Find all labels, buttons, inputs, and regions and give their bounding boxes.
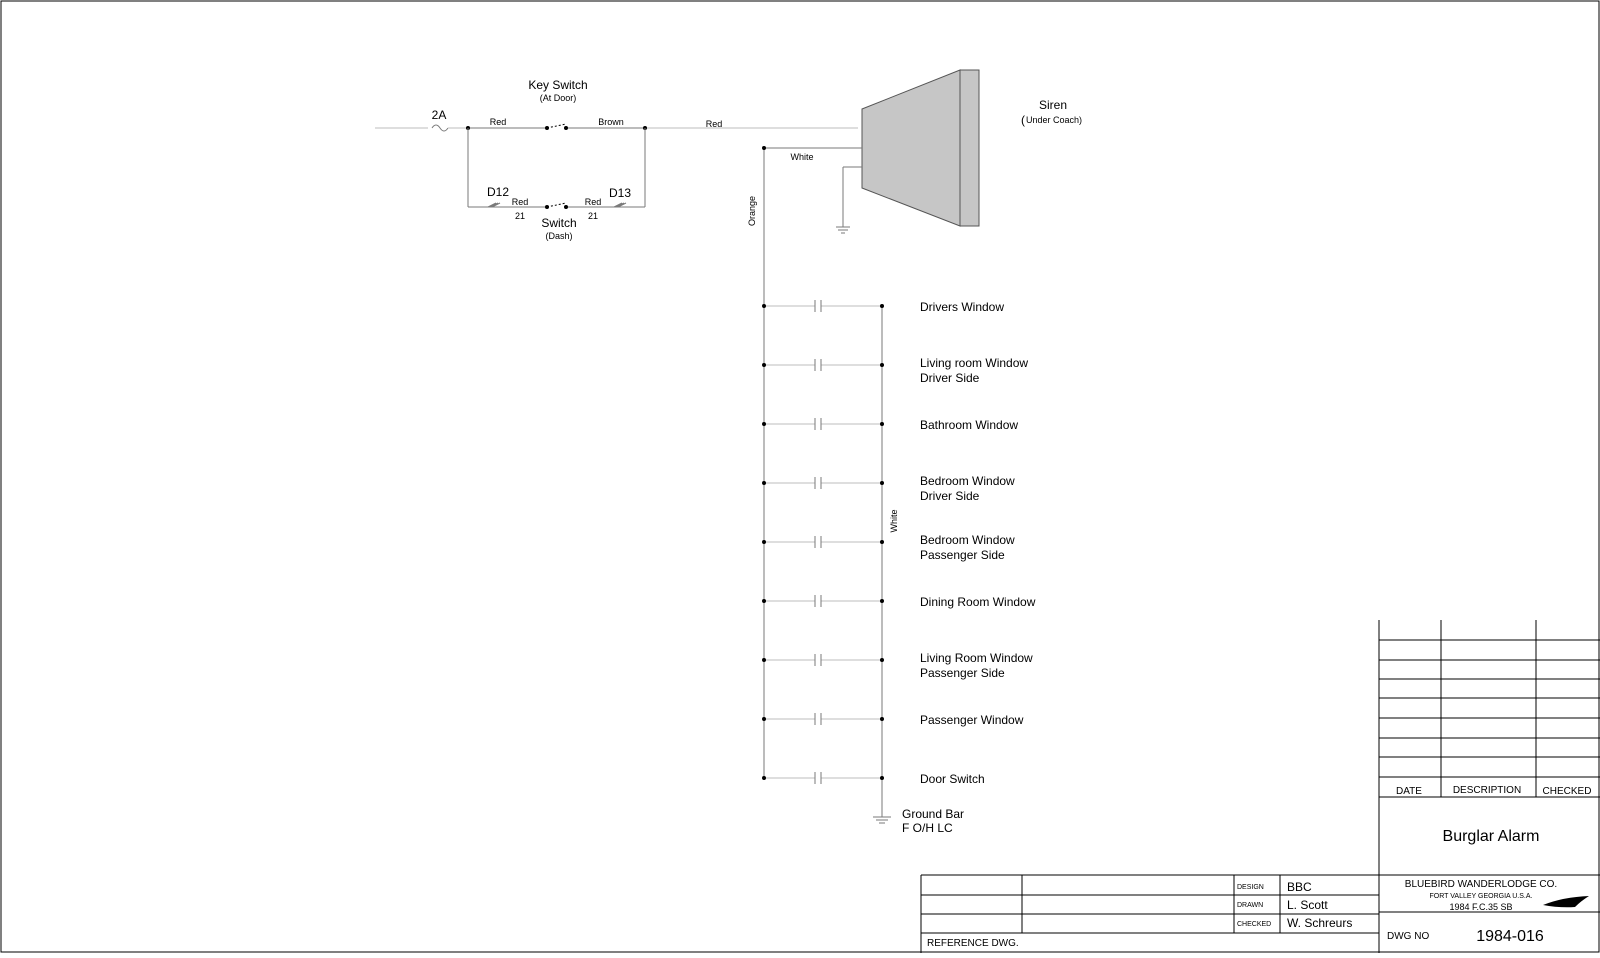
revision-date-header: DATE — [1396, 786, 1422, 797]
revision-checked-header: CHECKED — [1543, 786, 1592, 797]
drawn-value: L. Scott — [1287, 898, 1328, 912]
junction-dot — [762, 717, 766, 721]
power-section: 2A Key Switch (At Door) Red Brown Red D1… — [375, 78, 858, 241]
diode-d13-symbol — [613, 202, 627, 208]
drawn-label: DRAWN — [1237, 902, 1263, 909]
siren-location: Under Coach) — [1026, 115, 1082, 125]
junction-dot — [762, 422, 766, 426]
junction-dot — [880, 304, 884, 308]
wire-label-orange: Orange — [747, 196, 757, 226]
siren-label: Siren — [1039, 98, 1067, 112]
bluebird-logo — [1543, 896, 1589, 908]
key-switch-contact — [546, 123, 567, 129]
sensor-label: Dining Room Window — [920, 595, 1036, 609]
dwg-no-label: DWG NO — [1387, 931, 1429, 942]
sensor-label: Bedroom Window — [920, 533, 1015, 547]
junction-dot — [762, 304, 766, 308]
sensor-label: Passenger Window — [920, 713, 1024, 727]
design-label: DESIGN — [1237, 884, 1264, 891]
sensor-label: Bathroom Window — [920, 418, 1018, 432]
sensor-label: Drivers Window — [920, 300, 1004, 314]
diode-d12-label: D12 — [487, 185, 509, 199]
wire-label-red-d12: Red — [512, 197, 529, 207]
wire-label-red-siren: Red — [706, 119, 723, 129]
sensor-sublabel: Passenger Side — [920, 548, 1005, 562]
junction-dot — [880, 599, 884, 603]
diode-d13-pin: 21 — [588, 211, 598, 221]
diode-d12-pin: 21 — [515, 211, 525, 221]
sensor-label: Living room Window — [920, 356, 1028, 370]
junction-dot — [762, 599, 766, 603]
company-name: BLUEBIRD WANDERLODGE CO. — [1405, 879, 1557, 890]
junction-dot — [762, 658, 766, 662]
wire-label-red-1: Red — [490, 117, 507, 127]
checked-label: CHECKED — [1237, 921, 1271, 928]
wire-label-brown: Brown — [598, 117, 624, 127]
sensor-row: Dining Room Window — [762, 595, 1036, 609]
wire-label-white-siren: White — [790, 152, 813, 162]
sensor-row: Passenger Window — [762, 713, 1024, 727]
junction-dot — [762, 540, 766, 544]
fuse-rating: 2A — [432, 108, 447, 122]
diode-d12-symbol — [487, 202, 501, 208]
sensor-sublabel: Driver Side — [920, 371, 980, 385]
wire-label-red-d13: Red — [585, 197, 602, 207]
sensor-label: Door Switch — [920, 772, 985, 786]
sensor-loop: Orange White Ground Bar F O/H LC Drivers… — [747, 146, 1036, 835]
model-number: 1984 F.C.35 SB — [1449, 902, 1512, 912]
reference-dwg-label: REFERENCE DWG. — [927, 938, 1019, 949]
siren-horn — [861, 69, 961, 227]
dash-switch-location: (Dash) — [545, 231, 572, 241]
design-value: BBC — [1287, 880, 1312, 894]
junction-dot — [880, 776, 884, 780]
fuse-symbol — [431, 124, 449, 132]
sensor-sublabel: Passenger Side — [920, 666, 1005, 680]
ground-bar-label: Ground Bar — [902, 807, 964, 821]
junction-dot — [880, 363, 884, 367]
junction-dot — [880, 658, 884, 662]
junction-dot — [762, 776, 766, 780]
junction-dot — [762, 481, 766, 485]
company-location: FORT VALLEY GEORGIA U.S.A. — [1430, 893, 1533, 900]
junction-dot — [762, 363, 766, 367]
revision-description-header: DESCRIPTION — [1453, 785, 1521, 796]
sensor-row: Drivers Window — [762, 300, 1004, 314]
key-switch-label: Key Switch — [528, 78, 587, 92]
junction-dot — [880, 717, 884, 721]
wire-label-white-return: White — [889, 509, 899, 532]
sensor-row: Door Switch — [762, 772, 985, 786]
sensor-label: Bedroom Window — [920, 474, 1015, 488]
siren-body — [959, 69, 980, 227]
dash-switch-contact — [546, 202, 567, 208]
dash-switch-label: Switch — [541, 216, 576, 230]
drawing-title: Burglar Alarm — [1443, 828, 1540, 845]
sensor-sublabel: Driver Side — [920, 489, 980, 503]
siren-location-paren: ( — [1021, 113, 1025, 127]
ground-bar-sublabel: F O/H LC — [902, 821, 953, 835]
key-switch-location: (At Door) — [540, 93, 577, 103]
diode-d13-label: D13 — [609, 186, 631, 200]
junction-dot — [880, 540, 884, 544]
junction-dot — [880, 481, 884, 485]
junction-dot — [880, 422, 884, 426]
sensor-label: Living Room Window — [920, 651, 1033, 665]
dwg-no-value: 1984-016 — [1476, 928, 1544, 945]
sensor-row: Bathroom Window — [762, 418, 1018, 432]
checked-value: W. Schreurs — [1287, 916, 1352, 930]
title-block: DATE DESCRIPTION CHECKED Burglar Alarm D… — [920, 620, 1600, 953]
siren: White Siren ( Under Coach) — [764, 69, 1082, 234]
